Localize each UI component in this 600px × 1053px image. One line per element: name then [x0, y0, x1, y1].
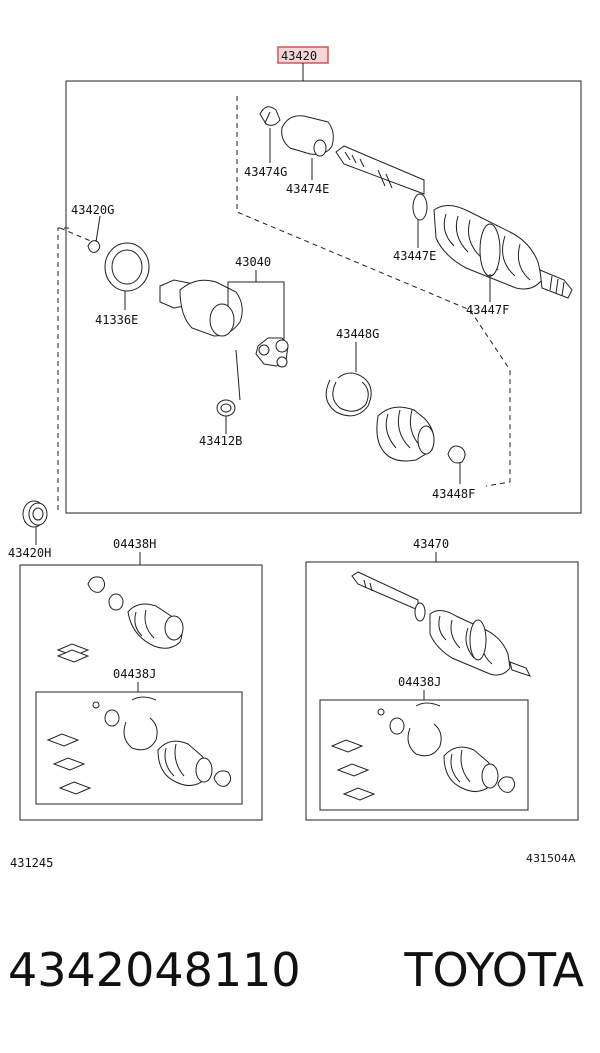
label-43448G[interactable]: 43448G	[336, 327, 379, 341]
leader-43420G	[95, 215, 101, 243]
label-43412B[interactable]: 43412B	[199, 434, 242, 448]
kit-04438J-right-parts	[330, 702, 516, 801]
footer-part-number: 4342048110	[8, 943, 301, 997]
header-part-number[interactable]: 43420	[281, 49, 317, 63]
kit-box-04438J-left	[35, 691, 243, 805]
drive-shaft-outer-assembly	[259, 106, 573, 299]
label-43474G[interactable]: 43474G	[244, 165, 287, 179]
figure-code-right: 431504A	[526, 852, 576, 865]
footer-bar: 4342048110 TOYOTA	[0, 935, 600, 1015]
part-43420H	[22, 500, 48, 528]
label-43040[interactable]: 43040	[235, 255, 271, 269]
label-04438J-left[interactable]: 04438J	[113, 667, 156, 681]
label-43470[interactable]: 43470	[413, 537, 449, 551]
kit-04438H-parts	[56, 576, 184, 663]
label-43448F[interactable]: 43448F	[432, 487, 475, 501]
kit-box-04438H	[19, 564, 263, 821]
label-41336E[interactable]: 41336E	[95, 313, 138, 327]
label-43447E[interactable]: 43447E	[393, 249, 436, 263]
kit-04438J-left-parts	[46, 696, 232, 795]
label-04438H[interactable]: 04438H	[113, 537, 156, 551]
outer-shaft-dashed-outline	[236, 96, 511, 487]
label-43420G[interactable]: 43420G	[71, 203, 114, 217]
kit-43470-shaft	[351, 571, 531, 677]
label-04438J-right[interactable]: 04438J	[398, 675, 441, 689]
leader-43412B	[235, 349, 241, 401]
inner-joint-parts	[87, 240, 466, 464]
footer-brand: TOYOTA	[404, 943, 584, 997]
kit-box-04438J-right	[319, 699, 529, 811]
kit-box-43470	[305, 561, 579, 821]
main-assembly-box	[65, 80, 582, 514]
figure-code-left: 431245	[10, 856, 53, 870]
label-43447F[interactable]: 43447F	[466, 303, 509, 317]
label-43474E[interactable]: 43474E	[286, 182, 329, 196]
label-43420H[interactable]: 43420H	[8, 546, 51, 560]
left-dashed-boundary	[57, 227, 70, 510]
